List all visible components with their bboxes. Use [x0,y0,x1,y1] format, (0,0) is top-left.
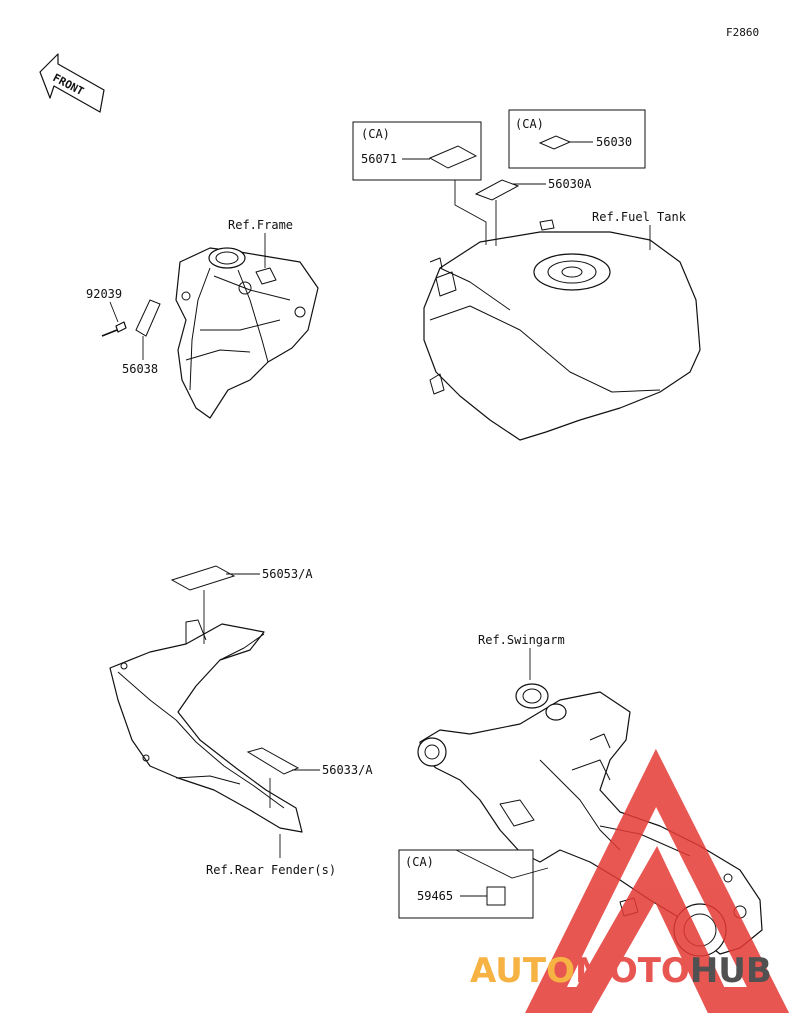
svg-text:AUTOMOTOHUB: AUTOMOTOHUB [470,951,772,991]
watermark-logo: AUTOMOTOHUB [470,748,790,1013]
diagram-code: F2860 [726,26,759,39]
part-56053A: 56053/A [262,567,313,581]
box-56030-part: 56030 [596,135,632,149]
fuel-tank-drawing [423,219,701,441]
watermark-triangle-icon [525,748,790,1013]
box-59465-part: 59465 [417,889,453,903]
front-arrow-icon: FRONT [39,53,105,113]
frame-drawing [175,247,319,419]
bolt-icon [101,321,127,337]
label-56030A [474,179,520,201]
ref-frame-label: Ref.Frame [228,218,293,232]
label-59465 [486,886,506,906]
rear-fender-drawing [109,619,303,833]
label-56053A [170,565,236,591]
box-56071-part: 56071 [361,152,397,166]
label-56071 [428,145,478,169]
ref-fuel-tank-label: Ref.Fuel Tank [592,210,687,224]
watermark-hub: HUB [690,951,772,991]
label-56033A [246,747,300,775]
part-56038: 56038 [122,362,158,376]
watermark-auto: AUTO [470,951,575,991]
box-59465-tag: (CA) [405,855,434,869]
box-56071-tag: (CA) [361,127,390,141]
box-56030-tag: (CA) [515,117,544,131]
part-92039: 92039 [86,287,122,301]
ref-swingarm-label: Ref.Swingarm [478,633,565,647]
watermark-moto: MOTO [575,951,690,991]
ref-rear-fender-label: Ref.Rear Fender(s) [206,863,336,877]
box-59465 [398,849,534,919]
label-56038 [135,299,161,337]
box-56030 [508,109,646,169]
part-56033A: 56033/A [322,763,373,777]
part-56030A: 56030A [548,177,592,191]
